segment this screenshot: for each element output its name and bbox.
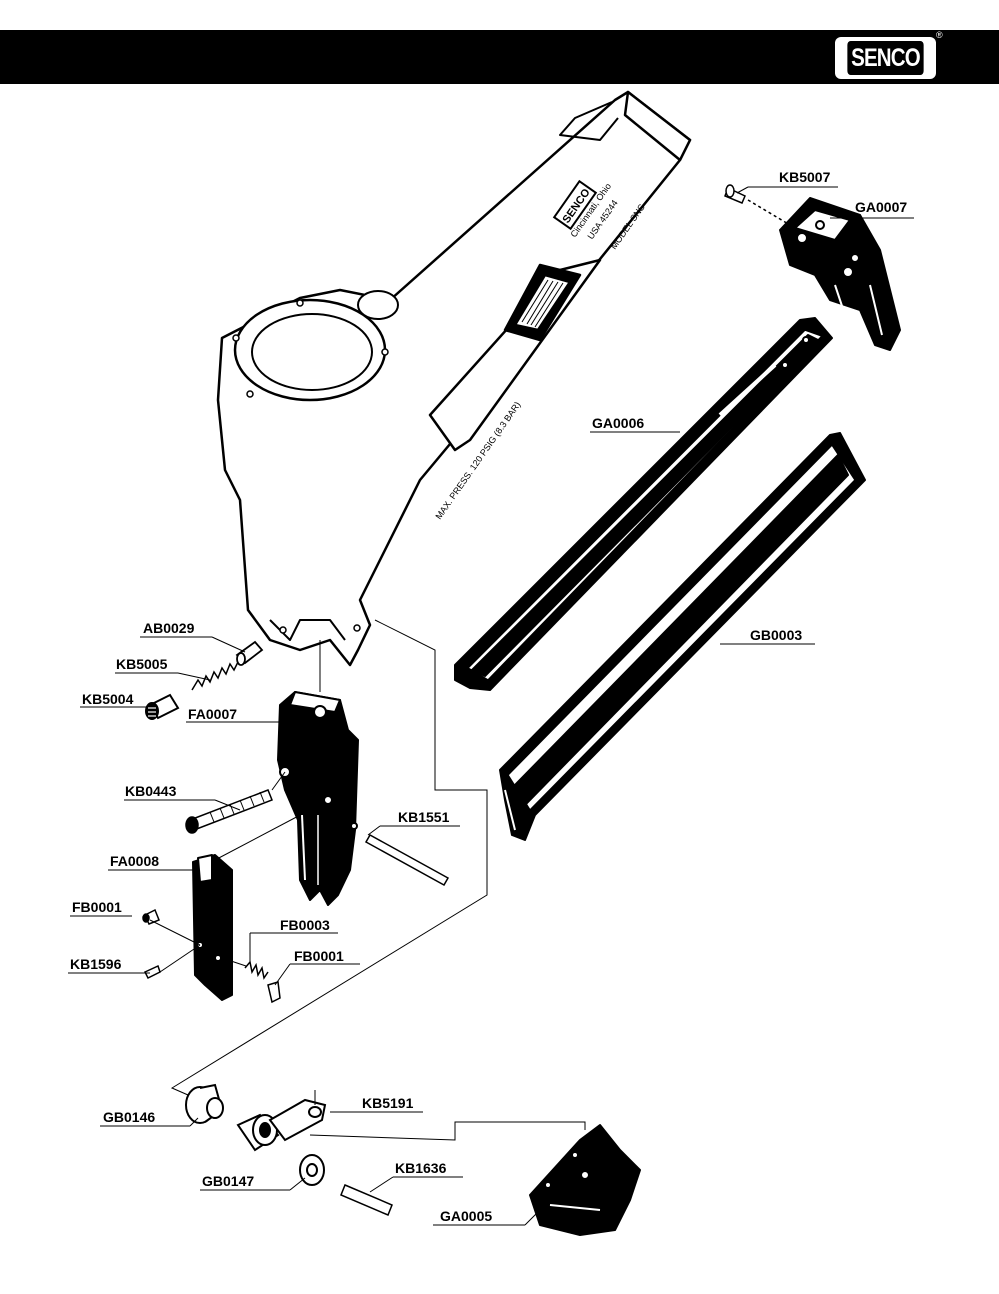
tool-body [216, 90, 692, 667]
part-kb5191-lever [268, 1098, 327, 1142]
part-fb0001-screw-upper [142, 908, 160, 925]
part-fa0008-door [192, 854, 233, 1001]
part-fa0007-nose [277, 691, 359, 906]
header-bar [0, 30, 999, 84]
part-fb0001-pin-lower [267, 981, 281, 1004]
part-gb0146-washer [185, 1083, 224, 1124]
label-kb5004: KB5004 [82, 691, 134, 707]
part-kb1636-pin [340, 1184, 393, 1216]
part-kb5004-plug [145, 693, 180, 720]
part-kb5007-screw [724, 184, 791, 226]
senco-logo: SENCO [835, 37, 936, 79]
label-fa0007: FA0007 [188, 706, 237, 722]
label-kb1596: KB1596 [70, 956, 122, 972]
part-gb0003-channel [499, 432, 866, 841]
label-gb0147: GB0147 [202, 1173, 254, 1189]
label-kb5191: KB5191 [362, 1095, 414, 1111]
part-ab0029-bushing [235, 640, 264, 666]
label-kb0443: KB0443 [125, 783, 177, 799]
label-ga0005: GA0005 [440, 1208, 492, 1224]
label-fb0003: FB0003 [280, 917, 330, 933]
part-kb1551-pin [364, 833, 450, 887]
label-kb5007: KB5007 [779, 169, 831, 185]
label-fa0008: FA0008 [110, 853, 159, 869]
part-kb1596-screw [143, 964, 161, 980]
label-kb5005: KB5005 [116, 656, 168, 672]
part-ga0005-latch [529, 1124, 641, 1236]
tool-logo-plate [552, 179, 598, 231]
label-fb0001-lower: FB0001 [294, 948, 344, 964]
part-fb0003-spring [244, 960, 269, 980]
label-kb1551: KB1551 [398, 809, 450, 825]
part-ga0006-rail [454, 317, 833, 691]
label-gb0146: GB0146 [103, 1109, 155, 1125]
part-ga0007-bracket [779, 197, 901, 351]
part-kb0443-screw [185, 789, 273, 834]
label-ab0029: AB0029 [143, 620, 195, 636]
label-kb1636: KB1636 [395, 1160, 447, 1176]
label-ga0007: GA0007 [855, 199, 907, 215]
leader-lines [68, 186, 914, 1226]
label-gb0003: GB0003 [750, 627, 802, 643]
part-labels: KB5007 GA0007 GA0006 GB0003 AB0029 KB500… [70, 169, 907, 1224]
part-kb5005-spring [191, 661, 239, 691]
registered-mark: ® [936, 30, 943, 40]
label-fb0001-upper: FB0001 [72, 899, 122, 915]
label-ga0006: GA0006 [592, 415, 644, 431]
senco-logo-text: SENCO [847, 41, 924, 75]
